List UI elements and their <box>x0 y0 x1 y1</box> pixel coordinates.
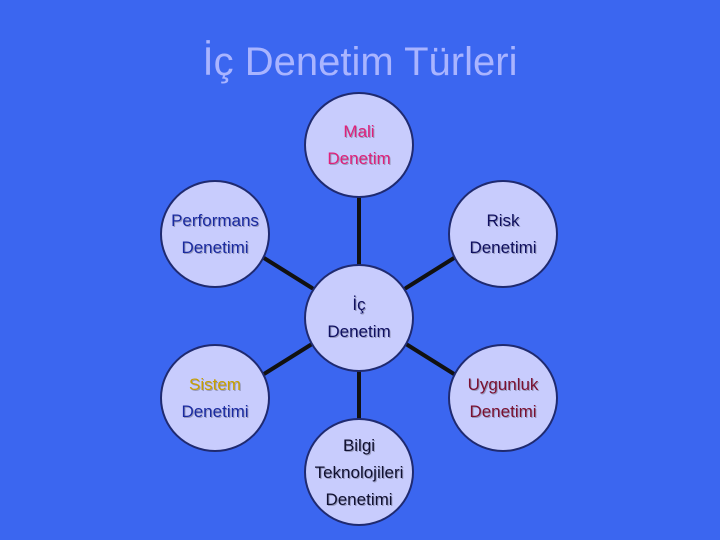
node-uygunluk-denetimi: Uygunluk Denetimi <box>448 344 558 452</box>
node-performans-line2: Denetimi <box>181 238 249 257</box>
node-ic-denetim: İç Denetim <box>304 264 414 372</box>
node-risk-line2: Denetimi <box>469 238 537 257</box>
node-performans-denetimi: Performans Denetimi <box>160 180 270 288</box>
node-ic-line2: Denetim <box>327 322 391 341</box>
node-ic-line1: İç <box>352 295 366 314</box>
node-bilgi-line1: Bilgi <box>342 435 376 455</box>
link-sistem <box>262 342 314 376</box>
node-mali-line1: Mali <box>343 122 375 141</box>
link-risk <box>404 256 456 290</box>
node-sistem-denetimi: Sistem Denetimi <box>160 344 270 452</box>
node-bilgi-line2: Teknolojileri <box>314 462 404 482</box>
node-uygunluk-line2: Denetimi <box>469 402 537 421</box>
node-bilgi-line3: Denetimi <box>325 489 393 509</box>
link-performans <box>262 256 314 290</box>
node-performans-line1: Performans <box>171 211 259 230</box>
node-sistem-line2: Denetimi <box>181 402 249 421</box>
node-sistem-line1: Sistem <box>189 375 241 394</box>
page-title: İç Denetim Türleri <box>202 40 518 84</box>
node-risk-denetimi: Risk Denetimi <box>448 180 558 288</box>
link-uygunluk <box>404 342 456 376</box>
node-mali-denetim: Mali Denetim <box>304 92 414 198</box>
node-risk-line1: Risk <box>486 211 520 230</box>
node-bilgi-teknolojileri-denetimi: Bilgi Teknolojileri Denetimi <box>304 418 414 526</box>
node-mali-line2: Denetim <box>327 149 391 168</box>
node-uygunluk-line1: Uygunluk <box>467 375 539 394</box>
